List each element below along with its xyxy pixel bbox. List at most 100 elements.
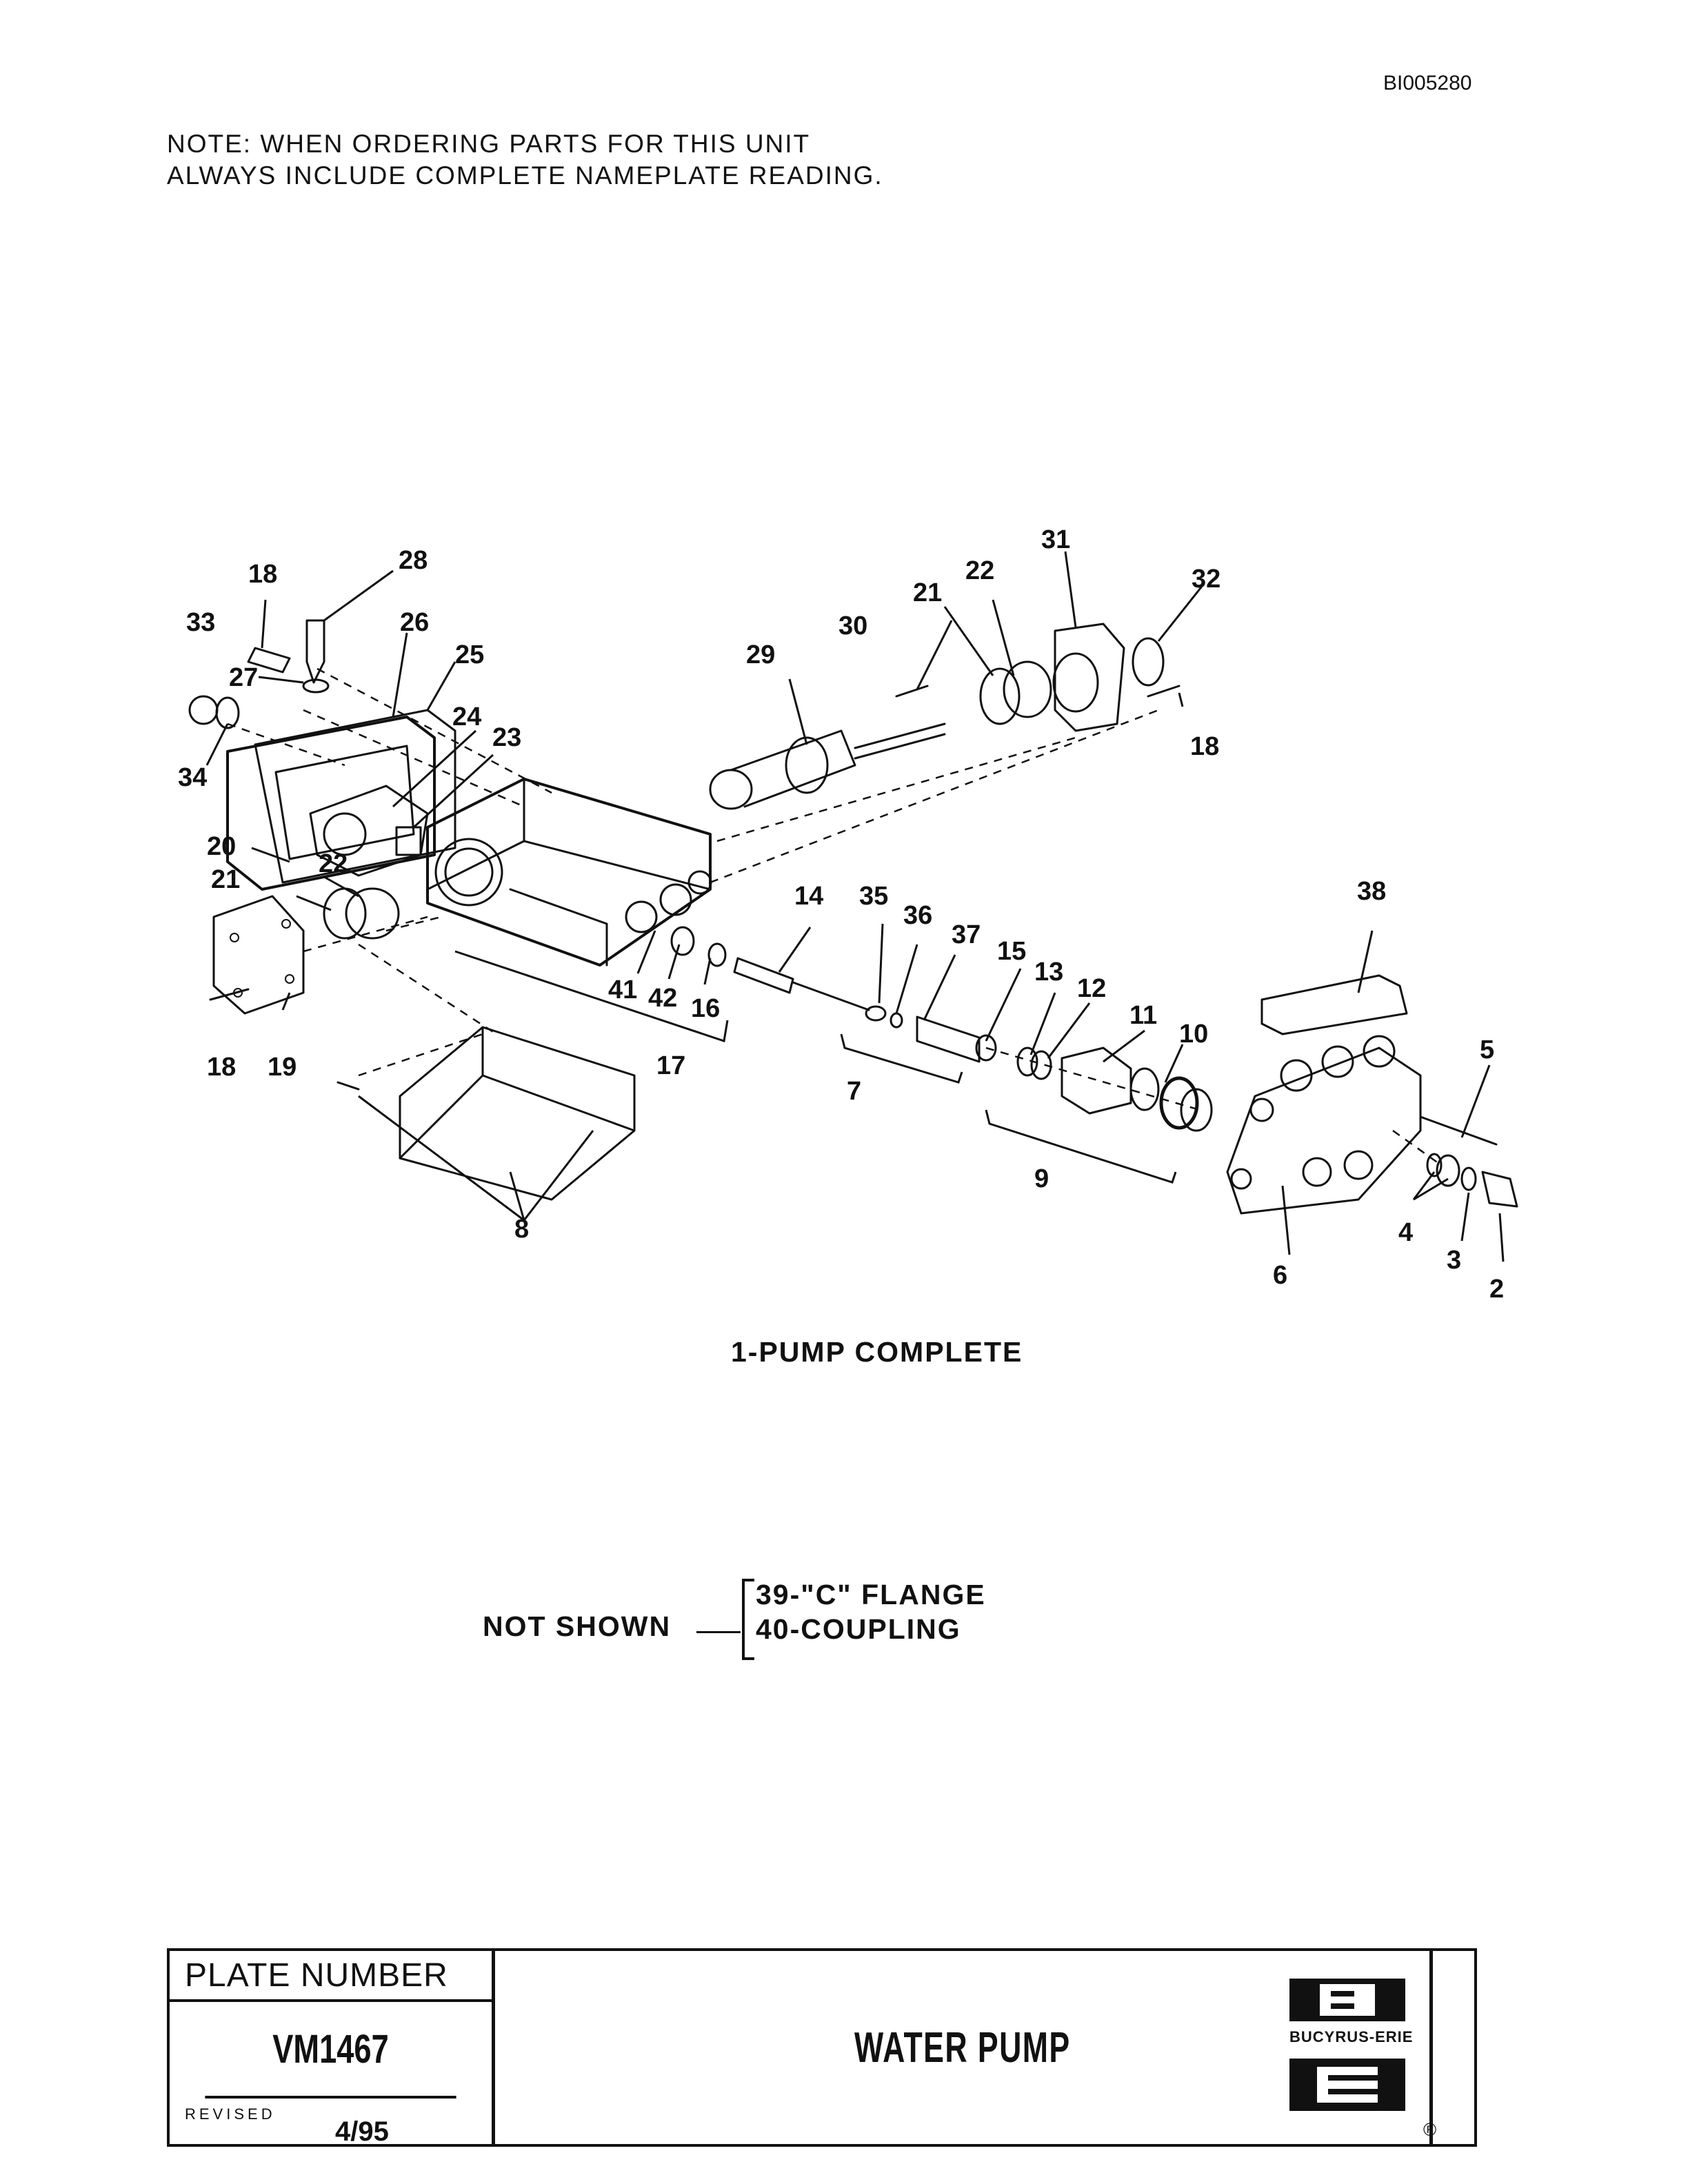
logo-e-icon (1317, 2067, 1378, 2103)
pump-housing-part (426, 778, 712, 967)
fitting-33-part (188, 695, 219, 725)
seal-housing-31-part (1054, 623, 1125, 732)
callout-33: 33 (186, 608, 215, 637)
callout-18-right: 18 (1190, 732, 1219, 761)
key-30-part (895, 685, 929, 698)
callout-32: 32 (1192, 565, 1220, 594)
registered-mark: ® (1423, 2119, 1437, 2140)
note-line-1: NOTE: WHEN ORDERING PARTS FOR THIS UNIT (167, 130, 811, 158)
logo-cell (1433, 1951, 1477, 2144)
callout-29: 29 (746, 640, 775, 669)
company-logo-top-icon (1289, 1979, 1405, 2021)
revised-label: REVISED (185, 2105, 276, 2123)
plate-number-cell: PLATE NUMBER VM1467 REVISED 4/95 (170, 1951, 495, 2147)
callout-16: 16 (691, 994, 720, 1023)
not-shown-dash (696, 1631, 741, 1633)
oring-34-part (215, 696, 240, 729)
document-id: BI005280 (1383, 72, 1472, 94)
callout-21-lower: 21 (211, 865, 240, 894)
ordering-note: NOTE: WHEN ORDERING PARTS FOR THIS UNIT … (167, 128, 883, 192)
callout-6: 6 (1273, 1261, 1287, 1290)
callout-41: 41 (608, 975, 637, 1004)
callout-28: 28 (399, 546, 428, 575)
bearing-22-lower-part (345, 887, 400, 940)
guard-38-part (1260, 974, 1408, 1035)
callout-12: 12 (1077, 974, 1106, 1003)
callout-34: 34 (178, 763, 207, 792)
oring-21-upper-part (979, 667, 1021, 725)
callout-7: 7 (847, 1077, 861, 1106)
callout-2: 2 (1489, 1275, 1504, 1304)
callout-20: 20 (207, 832, 236, 861)
callout-22-lower: 22 (319, 849, 348, 878)
callout-27: 27 (229, 663, 258, 692)
oring-21-lower-part (323, 887, 367, 940)
sleeve-37-part (916, 1015, 981, 1063)
screw-18-right-part (1147, 685, 1180, 698)
oring-3-part (1460, 1166, 1477, 1191)
not-shown-list: 39-"C" FLANGE 40-COUPLING (756, 1577, 986, 1646)
not-shown-label: NOT SHOWN (483, 1610, 672, 1642)
packing-set-part (1061, 1046, 1132, 1115)
washer-35-part (865, 1005, 887, 1022)
callout-24: 24 (452, 702, 481, 731)
callout-30: 30 (838, 611, 867, 640)
callout-14: 14 (794, 882, 823, 911)
valve-28-part (305, 619, 325, 684)
callout-9: 9 (1034, 1164, 1049, 1193)
callout-5: 5 (1480, 1035, 1494, 1064)
screw-18-lower-part (209, 988, 250, 1001)
rear-cover-part (226, 716, 436, 891)
seal-32-part (1132, 637, 1165, 687)
callout-4: 4 (1398, 1218, 1413, 1247)
callout-19: 19 (268, 1053, 297, 1082)
callout-23: 23 (492, 723, 521, 752)
callout-37: 37 (952, 920, 981, 949)
mounting-bracket-part (399, 1026, 636, 1201)
callout-26: 26 (400, 608, 429, 637)
title-block: PLATE NUMBER VM1467 REVISED 4/95 WATER P… (167, 1948, 1477, 2147)
callout-10: 10 (1179, 1020, 1208, 1049)
bearing-22-upper-part (1003, 660, 1052, 718)
company-logo-bottom-icon (1289, 2059, 1405, 2111)
slide-block-part (395, 826, 422, 856)
bolt-5-part (1419, 1115, 1498, 1146)
callout-18-top: 18 (248, 560, 277, 589)
callout-25: 25 (455, 640, 484, 669)
callout-21-upper: 21 (913, 578, 942, 607)
logo-b-icon (1320, 1984, 1375, 2016)
plate-number-label: PLATE NUMBER (170, 1951, 492, 2002)
callout-17: 17 (656, 1051, 685, 1080)
callout-42: 42 (648, 984, 677, 1013)
not-shown-item: 39-"C" FLANGE (756, 1579, 986, 1610)
oring-4-part (1426, 1153, 1443, 1177)
callout-22-upper: 22 (965, 556, 994, 585)
not-shown-bracket (742, 1579, 754, 1660)
callout-15: 15 (997, 937, 1026, 966)
callout-31: 31 (1041, 525, 1070, 554)
revised-date: 4/95 (335, 2116, 389, 2147)
diagram-caption: 1-PUMP COMPLETE (731, 1336, 1023, 1368)
not-shown-item: 40-COUPLING (756, 1613, 961, 1645)
note-line-2: ALWAYS INCLUDE COMPLETE NAMEPLATE READIN… (167, 161, 883, 190)
company-name: BUCYRUS-ERIE (1289, 2028, 1414, 2045)
manifold-6-part (1226, 1046, 1422, 1215)
callout-35: 35 (859, 882, 888, 911)
callout-3: 3 (1447, 1246, 1461, 1275)
cover-plate-19-part (212, 895, 305, 1015)
bolt-8-part (336, 1081, 360, 1091)
plate-number-value: VM1467 (205, 2002, 456, 2099)
callout-13: 13 (1034, 958, 1063, 987)
callout-36: 36 (903, 901, 932, 930)
callout-18-lower: 18 (207, 1053, 236, 1082)
screw-18-part (247, 647, 291, 674)
callout-38: 38 (1357, 877, 1386, 906)
drawing-title: WATER PUMP (854, 2023, 1071, 2072)
callout-8: 8 (514, 1215, 529, 1244)
plunger-14-part (733, 957, 794, 994)
plug-2-part (1481, 1171, 1518, 1208)
callout-11: 11 (1129, 1001, 1157, 1030)
drawing-title-cell: WATER PUMP (495, 1951, 1433, 2144)
camshaft-29-part (709, 769, 753, 810)
